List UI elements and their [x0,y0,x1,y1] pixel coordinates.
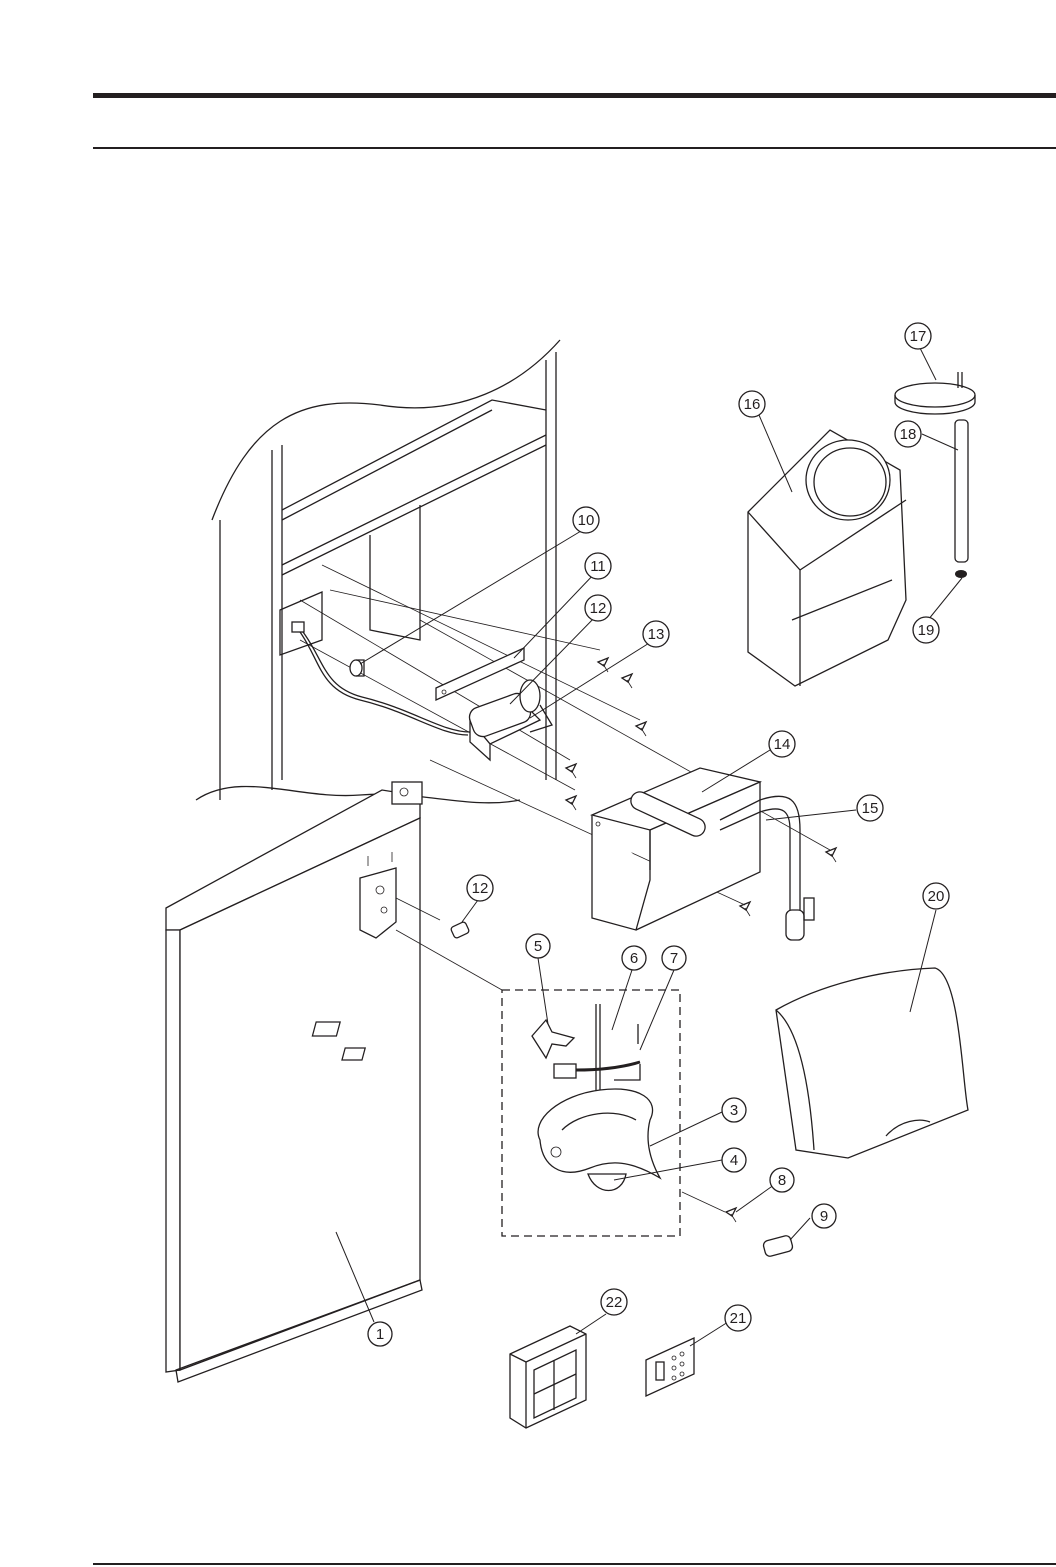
callout-7: 7 [662,946,686,970]
callout-label-19: 19 [918,622,935,639]
callout-9: 9 [812,1204,836,1228]
part-22-tray [510,1326,586,1428]
callout-label-12: 12 [472,880,489,897]
dispenser-wiring [554,1062,640,1080]
callout-4: 4 [722,1148,746,1172]
part-1-door [166,782,502,1382]
part-14-housing [592,768,760,930]
part-19-seal [955,570,967,578]
callout-8: 8 [770,1168,794,1192]
callout-label-15: 15 [862,800,879,817]
part-18-tube [955,420,968,562]
callout-16: 16 [739,391,765,417]
callout-10: 10 [573,507,599,533]
callout-label-6: 6 [630,950,638,967]
part-5-lever [532,1020,574,1058]
callout-label-17: 17 [910,328,927,345]
callout-12-pin: 12 [467,875,493,901]
callout-label-1: 1 [376,1326,384,1343]
callout-label-3: 3 [730,1102,738,1119]
part-21-pcb [646,1338,694,1396]
part-9-cap [762,1235,793,1258]
callout-label-18: 18 [900,426,917,443]
callout-14: 14 [769,731,795,757]
callout-label-14: 14 [774,736,791,753]
callout-19: 19 [913,617,939,643]
callout-label-20: 20 [928,888,945,905]
part-11-bracket [436,648,524,700]
callout-15: 15 [857,795,883,821]
callout-18: 18 [895,421,921,447]
callout-20: 20 [923,883,949,909]
callout-1: 1 [368,1322,392,1346]
callout-11: 11 [585,553,611,579]
part-16-tank [748,430,906,686]
footer-rule [93,1563,1056,1565]
part-3-dispenser-cover [538,1089,660,1178]
callout-13: 13 [643,621,669,647]
callout-21: 21 [725,1305,751,1331]
part-4-button [588,1174,626,1191]
part-20-cover [776,968,968,1158]
callout-12-motor: 12 [585,595,611,621]
callout-22: 22 [601,1289,627,1315]
callout-label-10: 10 [578,512,595,529]
part-12-motor [467,680,552,760]
callout-label-11: 11 [590,558,606,575]
callout-label-5: 5 [534,938,542,955]
callout-label-13: 13 [648,626,665,643]
callout-label-4: 4 [730,1152,738,1169]
callout-label-9: 9 [820,1208,828,1225]
callout-17: 17 [905,323,931,349]
callout-label-16: 16 [744,396,761,413]
callout-6: 6 [622,946,646,970]
callout-label-8: 8 [778,1172,786,1189]
callout-label-12: 12 [590,600,607,617]
callout-label-7: 7 [670,950,678,967]
callout-label-21: 21 [730,1310,747,1327]
callout-5: 5 [526,934,550,958]
callout-3: 3 [722,1098,746,1122]
callout-label-22: 22 [606,1294,623,1311]
